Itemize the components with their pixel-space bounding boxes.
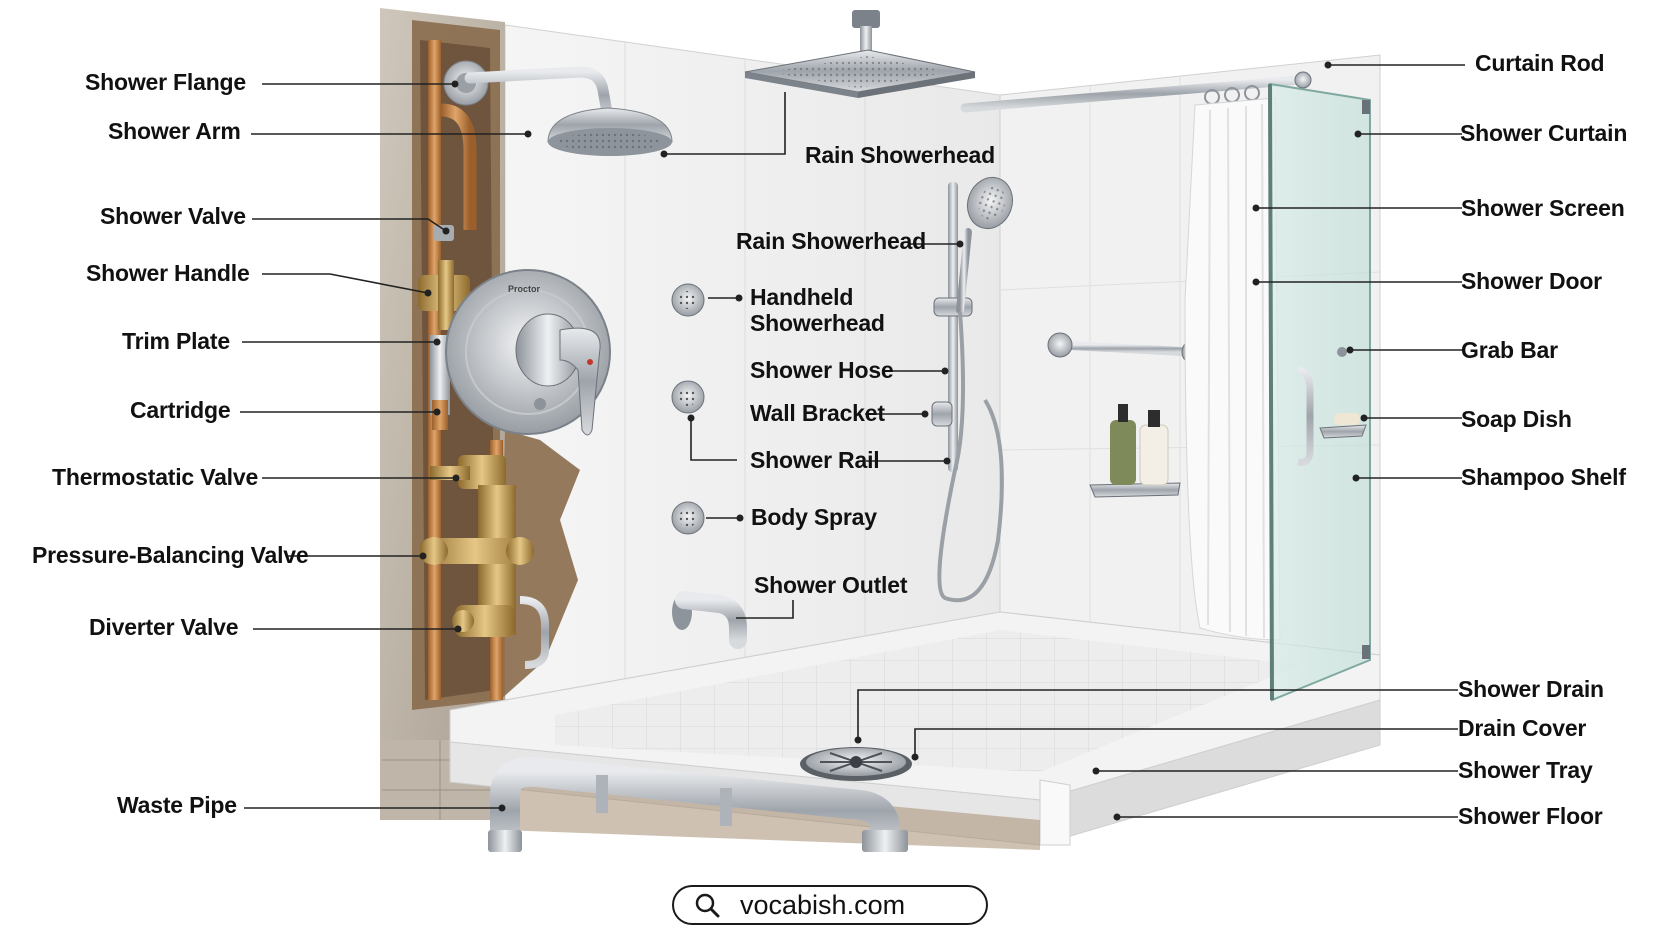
slide-rail-set xyxy=(931,176,1014,603)
label-shower-outlet: Shower Outlet xyxy=(754,572,908,598)
label-soap-dish: Soap Dish xyxy=(1461,406,1572,432)
label-shower-tray: Shower Tray xyxy=(1458,757,1593,783)
label-thermostatic-valve: Thermostatic Valve xyxy=(52,464,259,490)
label-shower-door: Shower Door xyxy=(1461,268,1602,294)
label-shower-handle: Shower Handle xyxy=(86,260,250,286)
curtain-assembly xyxy=(960,71,1312,641)
label-shower-arm: Shower Arm xyxy=(108,118,241,144)
shower-drain xyxy=(800,747,912,781)
label-shower-curtain: Shower Curtain xyxy=(1460,120,1628,146)
waste-pipe-assembly xyxy=(488,756,1040,852)
search-icon xyxy=(695,893,720,918)
site-badge[interactable]: vocabish.com xyxy=(672,885,988,925)
label-diverter-valve: Diverter Valve xyxy=(89,614,239,640)
label-handheld-showerhead-line1: Handheld xyxy=(750,284,854,310)
label-drain-cover: Drain Cover xyxy=(1458,715,1587,741)
valve-plumbing xyxy=(418,225,549,669)
label-shower-hose: Shower Hose xyxy=(750,357,894,383)
label-rain-showerhead-top: Rain Showerhead xyxy=(805,142,995,168)
label-shower-drain: Shower Drain xyxy=(1458,676,1604,702)
label-shower-rail: Shower Rail xyxy=(750,447,880,473)
site-url: vocabish.com xyxy=(740,889,906,920)
label-cartridge: Cartridge xyxy=(130,397,231,423)
leader-lines xyxy=(240,64,1465,818)
glass-screen xyxy=(1268,82,1371,702)
trim-plate: Proctor xyxy=(445,269,611,436)
label-shower-floor: Shower Floor xyxy=(1458,803,1603,829)
shampoo-shelf xyxy=(1089,404,1181,498)
label-trim-plate: Trim Plate xyxy=(122,328,230,354)
label-wall-bracket: Wall Bracket xyxy=(750,400,885,426)
label-shower-valve: Shower Valve xyxy=(100,203,246,229)
label-waste-pipe: Waste Pipe xyxy=(117,792,237,818)
label-shower-screen: Shower Screen xyxy=(1461,195,1625,221)
wall-shower-set xyxy=(443,60,673,156)
leader-dots xyxy=(419,61,1368,821)
label-handheld-showerhead-line2: Showerhead xyxy=(750,310,885,336)
label-curtain-rod: Curtain Rod xyxy=(1475,50,1605,76)
label-pressure-balancing-valve: Pressure-Balancing Valve xyxy=(32,542,309,568)
shower-outlet xyxy=(672,591,747,649)
rain-showerhead xyxy=(744,10,976,98)
label-rain-showerhead-mid: Rain Showerhead xyxy=(736,228,926,254)
body-sprays xyxy=(671,283,705,535)
label-shower-flange: Shower Flange xyxy=(85,69,246,95)
label-body-spray: Body Spray xyxy=(751,504,877,530)
trim-plate-brand: Proctor xyxy=(508,284,541,294)
label-grab-bar: Grab Bar xyxy=(1461,337,1558,363)
label-shampoo-shelf: Shampoo Shelf xyxy=(1461,464,1626,490)
